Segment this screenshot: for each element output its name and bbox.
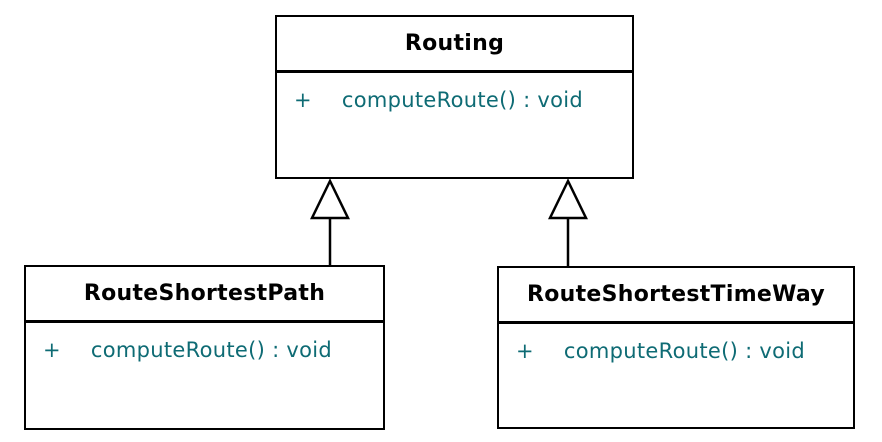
class-box-route-shortest-path: RouteShortestPath + computeRoute() : voi… [24,265,385,430]
method-row: + computeRoute() : void [516,339,853,363]
class-name: RouteShortestPath [26,267,383,323]
method-row: + computeRoute() : void [43,338,383,362]
methods-compartment: + computeRoute() : void [277,73,632,112]
hollow-triangle-arrowhead-icon [548,178,588,220]
hollow-triangle-arrowhead-icon [310,178,350,220]
methods-compartment: + computeRoute() : void [499,324,853,363]
method-row: + computeRoute() : void [294,88,632,112]
class-name: RouteShortestTimeWay [499,268,853,324]
class-name: Routing [277,17,632,73]
methods-compartment: + computeRoute() : void [26,323,383,362]
visibility-public-symbol: + [294,88,312,112]
method-signature: computeRoute() : void [563,339,806,363]
generalization-arrow-left [310,178,350,266]
visibility-public-symbol: + [43,338,61,362]
class-box-route-shortest-time-way: RouteShortestTimeWay + computeRoute() : … [497,266,855,429]
method-signature: computeRoute() : void [90,338,333,362]
method-signature: computeRoute() : void [341,88,584,112]
generalization-arrow-right [548,178,588,267]
class-box-routing: Routing + computeRoute() : void [275,15,634,179]
visibility-public-symbol: + [516,339,534,363]
